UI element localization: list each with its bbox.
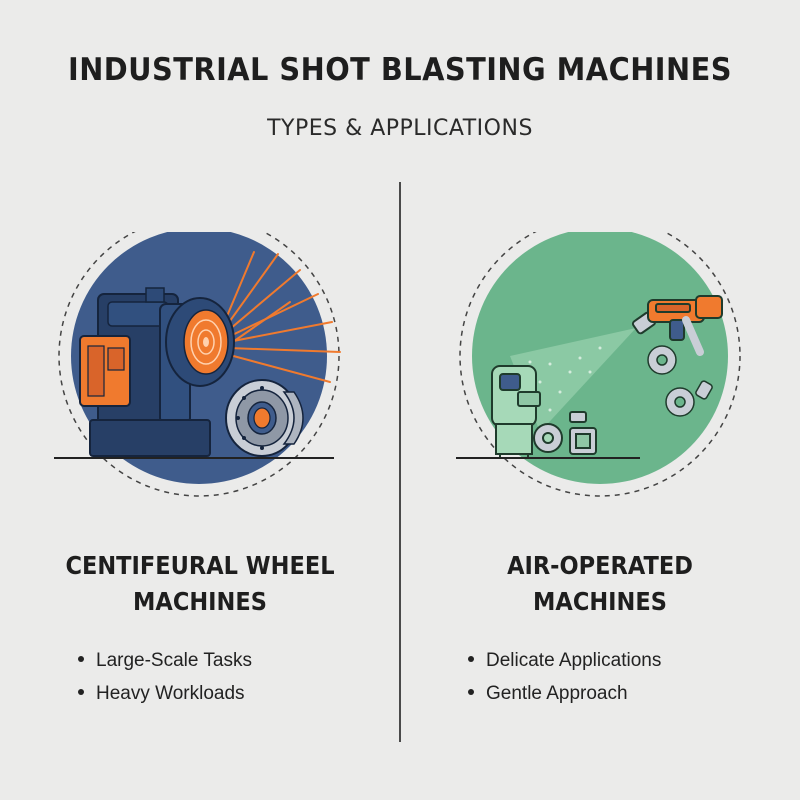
air-blasting-nozzle-icon (456, 232, 741, 497)
list-item: Heavy Workloads (78, 677, 252, 710)
centrifugal-wheel-machine-icon (54, 232, 341, 497)
air-operated-bullet-list: Delicate Applications Gentle Approach (468, 644, 661, 710)
centrifugal-heading: CENTIFEURAL WHEEL MACHINES (20, 548, 380, 620)
bullet-text: Delicate Applications (486, 650, 662, 671)
air-operated-column: AIR-OPERATED MACHINES Delicate Applicati… (400, 232, 800, 704)
bullet-icon (468, 655, 474, 662)
air-operated-heading-line2: MACHINES (533, 587, 667, 616)
centrifugal-heading-line1: CENTIFEURAL WHEEL (65, 551, 335, 580)
bullet-icon (78, 655, 84, 662)
air-operated-heading-line1: AIR-OPERATED (507, 551, 693, 580)
centrifugal-bullet-list: Large-Scale Tasks Heavy Workloads (78, 644, 252, 710)
column-divider (399, 182, 401, 742)
bullet-text: Large-Scale Tasks (96, 650, 252, 671)
page-title: INDUSTRIAL SHOT BLASTING MACHINES (68, 52, 732, 88)
bullet-icon (78, 688, 84, 695)
centrifugal-column: CENTIFEURAL WHEEL MACHINES Large-Scale T… (0, 232, 400, 704)
page-subtitle: TYPES & APPLICATIONS (267, 116, 533, 141)
bullet-icon (468, 688, 474, 695)
list-item: Large-Scale Tasks (78, 644, 252, 677)
list-item: Gentle Approach (468, 677, 661, 710)
centrifugal-heading-line2: MACHINES (133, 587, 267, 616)
list-item: Delicate Applications (468, 644, 661, 677)
bullet-text: Heavy Workloads (96, 683, 245, 704)
bullet-text: Gentle Approach (486, 683, 628, 704)
air-operated-heading: AIR-OPERATED MACHINES (420, 548, 780, 620)
